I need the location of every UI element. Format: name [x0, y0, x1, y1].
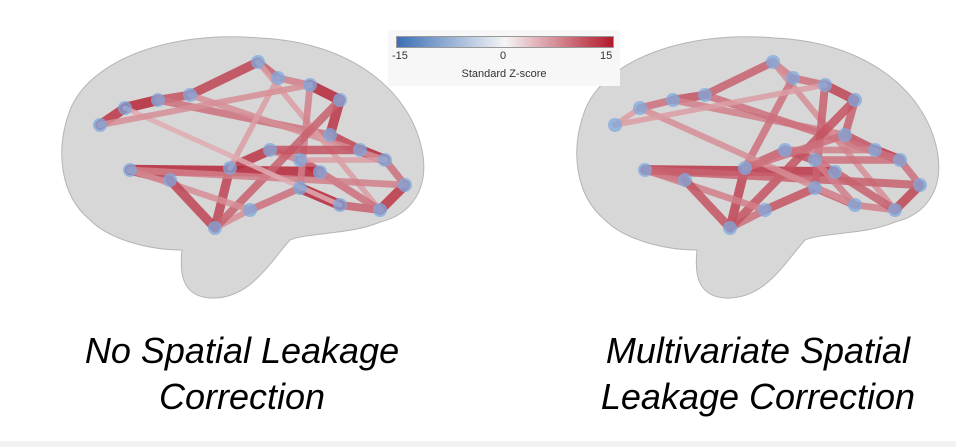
- brain-node: [818, 78, 832, 92]
- connection-edge: [165, 175, 220, 233]
- connection-edge: [126, 166, 254, 214]
- brain-node: [666, 93, 680, 107]
- colorbar-title: Standard Z-score: [461, 68, 547, 80]
- connection-edge: [641, 166, 924, 189]
- brain-node: [208, 221, 222, 235]
- connection-edge: [741, 131, 849, 172]
- brain-node: [123, 163, 137, 177]
- brain-node: [293, 181, 307, 195]
- caption-right: Multivariate Spatial Leakage Correction: [538, 328, 956, 420]
- brain-node: [163, 173, 177, 187]
- brain-node: [633, 101, 647, 115]
- brain-node: [118, 101, 132, 115]
- brain-node: [243, 203, 257, 217]
- brain-node: [758, 203, 772, 217]
- brain-node: [183, 88, 197, 102]
- brain-node: [828, 165, 842, 179]
- brain-node: [353, 143, 367, 157]
- colorbar-max-label: 15: [600, 50, 613, 62]
- connection-edge: [225, 145, 275, 173]
- brain-node: [223, 161, 237, 175]
- connection-edge: [612, 82, 828, 128]
- brain-node: [808, 153, 822, 167]
- brain-node: [848, 198, 862, 212]
- brain-node: [808, 181, 822, 195]
- node-layer: [93, 55, 412, 235]
- brain-node: [293, 153, 307, 167]
- brain-node: [608, 118, 622, 132]
- node-layer: [608, 55, 927, 235]
- brain-node: [786, 71, 800, 85]
- connection-edge: [96, 81, 314, 129]
- caption-line: Leakage Correction: [600, 376, 916, 417]
- connection-edge: [811, 156, 859, 209]
- brain-node: [251, 55, 265, 69]
- brain-node: [778, 143, 792, 157]
- connection-edge: [760, 183, 820, 215]
- brain-node: [766, 55, 780, 69]
- brain-node: [333, 198, 347, 212]
- brain-node: [333, 93, 347, 107]
- brain-node: [93, 118, 107, 132]
- brain-node: [868, 143, 882, 157]
- caption-left: No Spatial Leakage Correction: [22, 328, 462, 420]
- brain-node: [263, 143, 277, 157]
- colorbar: -15 0 15 Standard Z-score: [388, 30, 620, 86]
- brain-network-left: [61, 36, 425, 299]
- connection-edge: [701, 58, 777, 99]
- colorbar-min-label: -15: [392, 50, 408, 62]
- brain-node: [638, 163, 652, 177]
- brain-node: [678, 173, 692, 187]
- brain-node: [378, 153, 392, 167]
- caption-line: Correction: [158, 376, 326, 417]
- brain-node: [913, 178, 927, 192]
- brain-node: [323, 128, 337, 142]
- connection-edge: [680, 175, 735, 233]
- brain-node: [698, 88, 712, 102]
- caption-line: Multivariate Spatial: [605, 330, 911, 371]
- brain-node: [151, 93, 165, 107]
- connection-edge: [185, 57, 263, 100]
- brain-node: [888, 203, 902, 217]
- bottom-strip: [0, 441, 956, 447]
- brain-node: [838, 128, 852, 142]
- brain-node: [313, 165, 327, 179]
- colorbar-gradient: [396, 36, 614, 48]
- brain-node: [723, 221, 737, 235]
- caption-line: No Spatial Leakage: [84, 330, 400, 371]
- brain-node: [303, 78, 317, 92]
- connection-edge: [246, 184, 304, 214]
- brain-node: [398, 178, 412, 192]
- brain-network-right: [576, 36, 940, 299]
- brain-node: [848, 93, 862, 107]
- connection-edge: [126, 166, 409, 189]
- connection-edge: [641, 166, 769, 214]
- brain-node: [738, 161, 752, 175]
- brain-node: [271, 71, 285, 85]
- brain-node: [373, 203, 387, 217]
- brain-node: [893, 153, 907, 167]
- colorbar-mid-label: 0: [500, 50, 507, 62]
